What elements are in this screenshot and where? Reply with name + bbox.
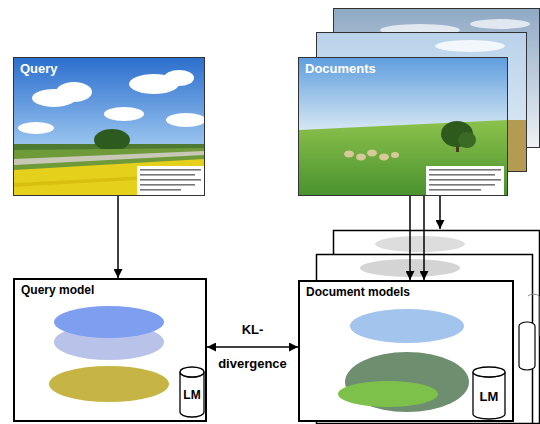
meadow — [299, 120, 507, 195]
field-row — [14, 173, 204, 187]
cloud — [164, 70, 194, 86]
node-title: Documents — [305, 61, 376, 76]
fine-print — [140, 179, 201, 181]
fine-print — [429, 179, 501, 181]
hay-bale — [344, 151, 354, 158]
model-box: LM Document models — [298, 280, 514, 422]
connector-arrow — [117, 196, 119, 278]
node-title: Query — [20, 61, 58, 76]
fine-print — [429, 174, 495, 176]
hay-bale — [391, 152, 399, 158]
cylinder-symbol — [180, 372, 204, 417]
cylinder-top — [180, 367, 204, 377]
node-title: Query model — [21, 283, 94, 297]
cloud — [56, 82, 92, 102]
cloud — [435, 40, 505, 52]
model-ellipse — [54, 306, 164, 338]
model-ellipse — [375, 236, 465, 252]
node-title: Document models — [306, 285, 410, 299]
fine-print — [140, 184, 195, 186]
query-image: Query — [13, 57, 205, 196]
connector-arrow — [207, 346, 298, 348]
cloud — [104, 107, 144, 121]
cloud — [166, 113, 204, 127]
node-illustration — [299, 58, 507, 195]
rapeseed-field — [14, 159, 204, 195]
document-image: Documents — [298, 57, 508, 196]
cylinder-label: LM — [480, 389, 499, 404]
model-ellipse — [338, 381, 438, 407]
arrow-line — [439, 196, 441, 229]
fine-print — [429, 184, 495, 186]
fine-print — [140, 189, 181, 191]
edge-label: KL- divergence — [211, 313, 295, 381]
hay-bale — [356, 154, 366, 161]
fine-print — [429, 189, 481, 191]
tree — [458, 132, 476, 148]
fine-print — [140, 174, 195, 176]
model-box: LM Query model — [13, 278, 207, 422]
cylinder-symbol — [473, 372, 505, 419]
fine-print — [429, 169, 501, 171]
sky — [299, 58, 507, 130]
cylinder-symbol — [519, 322, 535, 370]
caption-box — [137, 166, 204, 195]
hay-bale — [379, 154, 389, 161]
cylinder-symbol — [528, 294, 539, 336]
fine-print — [140, 169, 201, 171]
connector-arrow — [409, 196, 411, 280]
meadow — [14, 148, 204, 195]
cylinder-node: LM — [472, 366, 506, 420]
sky — [14, 58, 204, 158]
hay-bale — [367, 150, 377, 157]
node-illustration — [14, 58, 204, 195]
connector-arrow — [423, 196, 425, 280]
cloud — [470, 19, 530, 29]
model-ellipse — [49, 366, 169, 402]
model-ellipse — [350, 309, 464, 343]
cylinder-node: LM — [179, 366, 205, 418]
cloud — [18, 122, 54, 134]
cylinder-label: LM — [183, 388, 200, 402]
node-illustration — [15, 280, 205, 420]
tree — [94, 129, 130, 151]
cylinder-top — [473, 367, 505, 377]
caption-box — [426, 166, 504, 195]
